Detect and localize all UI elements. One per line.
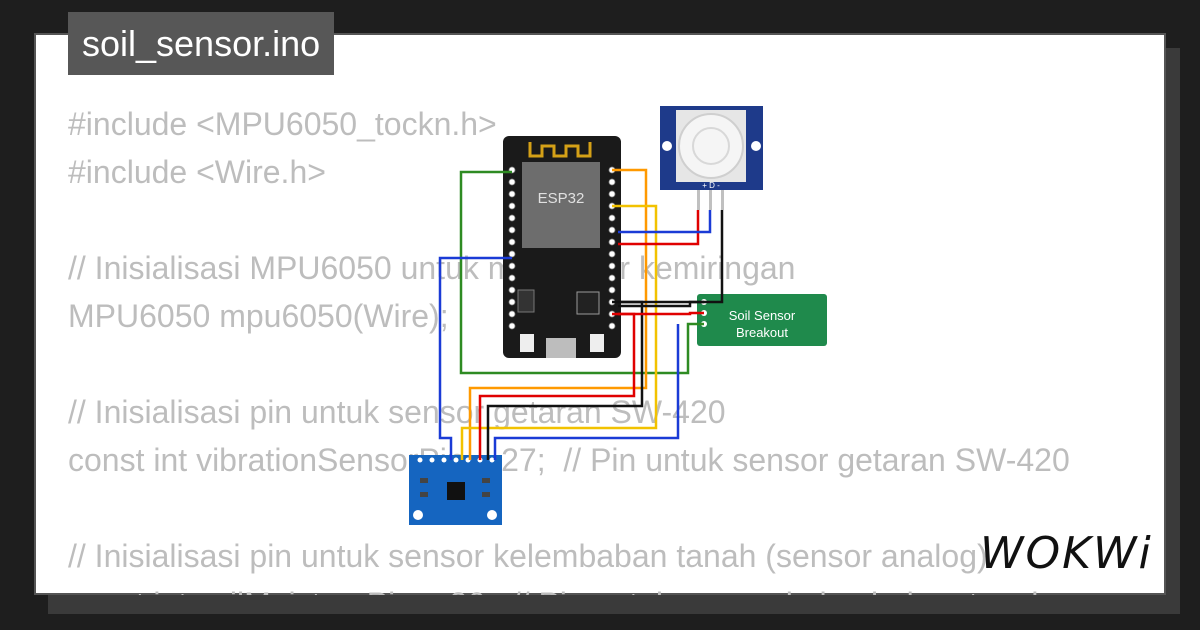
card-bottom-shadow bbox=[48, 595, 1180, 614]
wire-green bbox=[459, 170, 704, 375]
wire-blue-pir bbox=[618, 210, 712, 234]
wire-red-pir bbox=[618, 210, 700, 246]
esp32-label: ESP32 bbox=[538, 190, 585, 207]
mpu6050-board[interactable] bbox=[409, 455, 502, 525]
pir-dome-icon bbox=[678, 113, 744, 179]
antenna-icon bbox=[528, 142, 592, 158]
reset-button bbox=[590, 334, 604, 352]
code-line: // Inisialisasi pin untuk sensor kelemba… bbox=[68, 538, 988, 574]
pir-sensor[interactable]: + D - bbox=[660, 106, 763, 210]
esp32-module-shield bbox=[522, 162, 600, 248]
wire-black-pir bbox=[618, 210, 724, 304]
usb-chip-icon bbox=[576, 291, 600, 315]
code-line: #include <Wire.h> bbox=[68, 154, 326, 190]
code-line: #include <MPU6050_tockn.h> bbox=[68, 106, 497, 142]
mount-hole-icon bbox=[751, 141, 761, 151]
code-line: // Inisialisasi pin untuk sensor getaran… bbox=[68, 394, 726, 430]
boot-button bbox=[520, 334, 534, 352]
wokwi-logo: WOKWi bbox=[980, 528, 1153, 579]
soil-sensor-breakout[interactable]: Soil Sensor Breakout bbox=[697, 294, 827, 346]
filename-tab[interactable]: soil_sensor.ino bbox=[68, 12, 335, 75]
wire-orange bbox=[468, 168, 648, 460]
soil-label-1: Soil Sensor bbox=[729, 308, 796, 323]
soil-label-2: Breakout bbox=[736, 325, 788, 340]
pir-pin-labels: + D - bbox=[702, 181, 720, 190]
wire-black-soil bbox=[618, 300, 704, 308]
wires bbox=[438, 168, 724, 460]
wokwi-logo-text: WOKWi bbox=[980, 528, 1153, 579]
code-line: MPU6050 mpu6050(Wire); bbox=[68, 298, 449, 334]
code-line: const int vibrationSensorPin = 27; // Pi… bbox=[68, 442, 1070, 478]
wire-red-soil bbox=[618, 311, 704, 316]
wire-blue-mpu bbox=[438, 256, 512, 460]
mount-hole-icon bbox=[413, 510, 423, 520]
mount-hole-icon bbox=[662, 141, 672, 151]
mount-hole-icon bbox=[487, 510, 497, 520]
wire-yellow bbox=[460, 204, 658, 460]
esp32-board[interactable]: ESP32 bbox=[503, 136, 621, 358]
wire-blue-soil bbox=[493, 324, 680, 460]
usb-port-icon bbox=[546, 338, 576, 358]
mpu-chip-icon bbox=[447, 482, 465, 500]
